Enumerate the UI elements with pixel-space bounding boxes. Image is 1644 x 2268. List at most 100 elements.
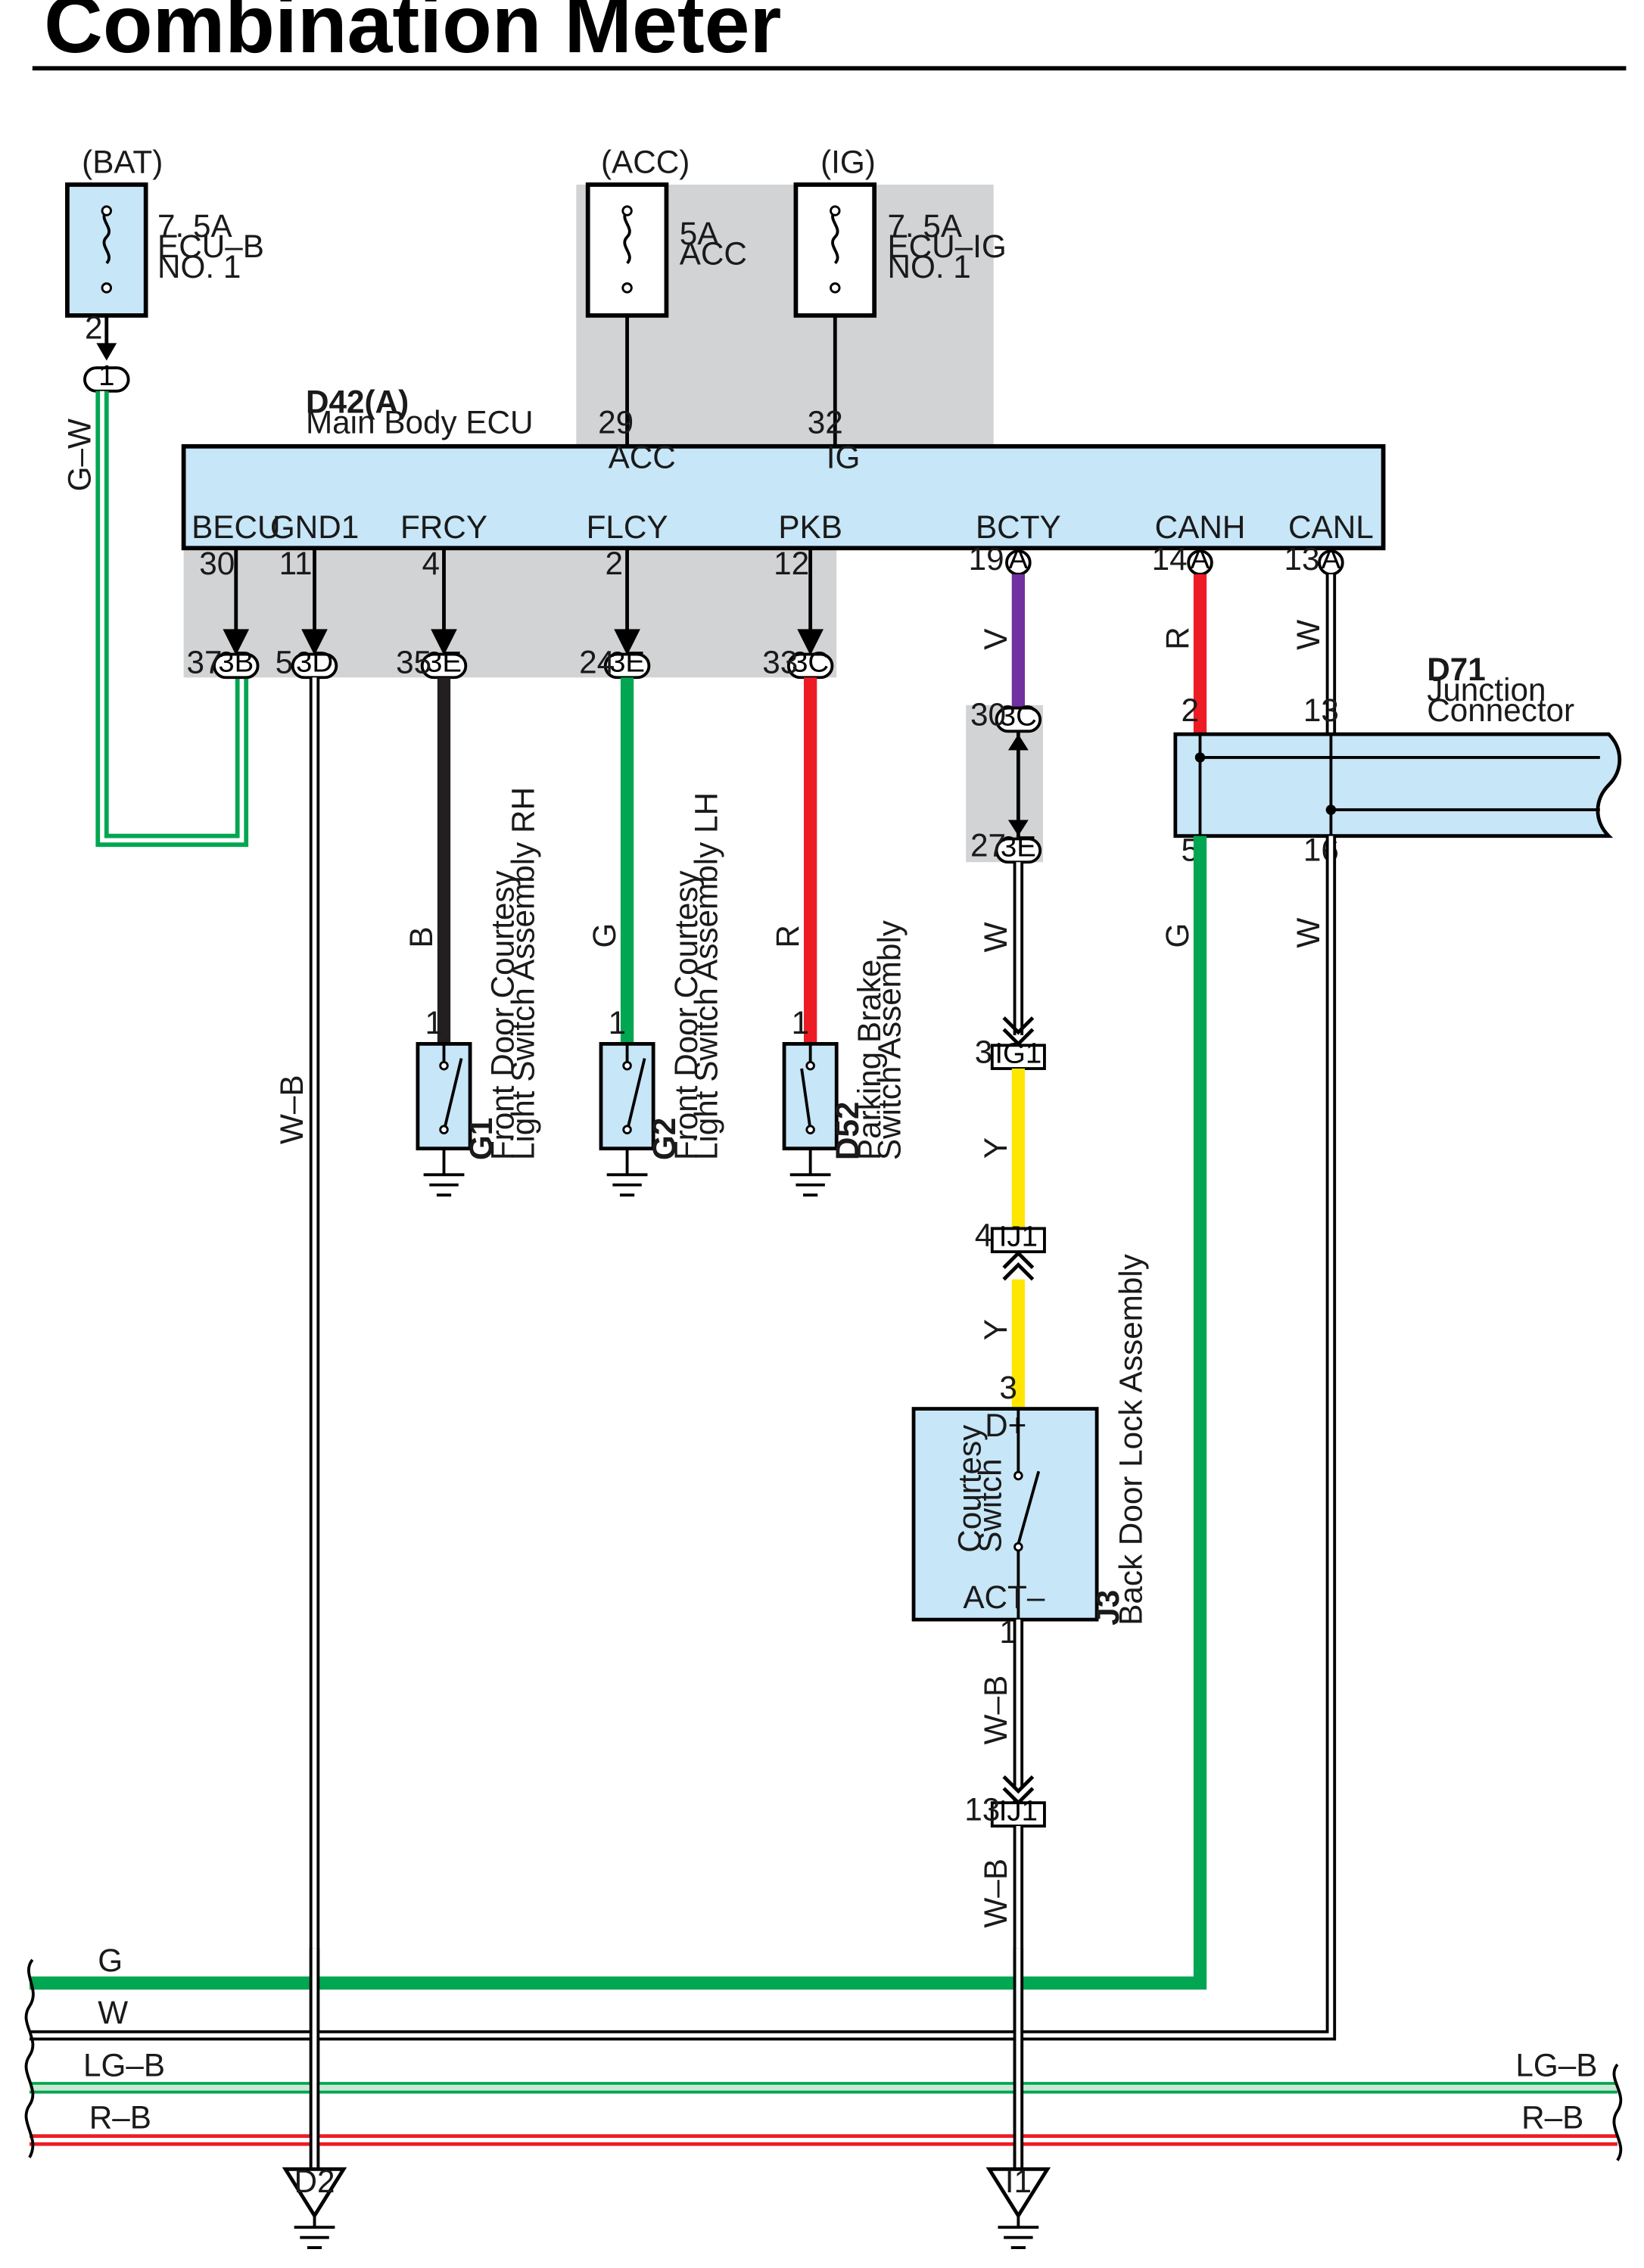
break-mark-right	[1612, 2063, 1623, 2161]
bus-label: LG–B	[83, 2047, 165, 2083]
wire-color-label: R	[1160, 627, 1195, 650]
wire-color-label: R	[770, 925, 805, 948]
chevron-icon	[1002, 1250, 1035, 1281]
pin-number: 30	[970, 697, 1006, 733]
pin-number: 1	[425, 1005, 444, 1041]
connector-label: 3C	[1000, 700, 1037, 733]
connector-ij1	[990, 1227, 1046, 1254]
terminal-label: FLCY	[587, 509, 668, 545]
page-title: Combination Meter	[44, 0, 781, 70]
terminal-label: D+	[985, 1408, 1026, 1443]
ground-icon	[282, 2167, 347, 2220]
pin-number: 24	[579, 644, 615, 680]
component-name: Back Door Lock Assembly	[1113, 1253, 1149, 1626]
wire-color-label: B	[403, 926, 439, 947]
component-name: Connector	[1427, 692, 1574, 728]
wire-color-label: V	[978, 629, 1013, 650]
switch-icon	[442, 1058, 463, 1132]
pin-number: 32	[808, 405, 843, 440]
fuse-icon	[623, 210, 631, 265]
ground-d2: D2	[282, 2164, 347, 2250]
switch-name: Courtesy	[951, 1424, 987, 1553]
bus-label: R–B	[89, 2100, 151, 2136]
component-code: G2	[646, 1118, 682, 1160]
ground-label: I1	[1005, 2164, 1032, 2199]
pin-number: 19	[969, 541, 1004, 577]
pin-number: 13	[1284, 541, 1319, 577]
switch-icon	[625, 1058, 646, 1132]
component-name: Front Door Courtesy	[668, 870, 704, 1160]
switch-g2: 1 G2 Front Door Courtesy Light Switch As…	[599, 792, 724, 1197]
fuse-rating: 7. 5A	[157, 208, 232, 244]
bus-label: W	[98, 1995, 128, 2030]
pin-number: 2	[606, 546, 624, 581]
bus-label: G	[98, 1943, 123, 1978]
terminal-label: BCTY	[976, 509, 1061, 545]
component-name: Front Door Courtesy	[485, 870, 521, 1160]
fuse-rating: 7. 5A	[887, 208, 962, 244]
wire-color-label: W	[1291, 620, 1326, 650]
pin-number: 13	[964, 1791, 1000, 1827]
fuse-name: ECU–IG	[887, 229, 1006, 264]
pin-number: 30	[199, 546, 235, 581]
pin-number: 1	[999, 1614, 1017, 1650]
connector-label: 3E	[609, 646, 645, 679]
ecu-terminal-labels: BECU GND1 FRCY FLCY PKB BCTY CANH CANL	[191, 509, 1374, 545]
pin-number: 29	[598, 405, 634, 440]
terminal-label: IG	[827, 440, 861, 475]
connector-label: 3E	[426, 646, 462, 679]
pin-number: 3	[999, 1370, 1017, 1405]
pin-number: 35	[396, 644, 431, 680]
ground-i1: I1	[985, 2164, 1051, 2250]
connector-label: 3E	[1001, 831, 1036, 863]
connector-label: 3D	[296, 646, 333, 679]
ecu-connector-shade	[183, 546, 837, 678]
arrow-icon	[1007, 820, 1029, 836]
terminal-label: CANL	[1288, 509, 1374, 545]
fuse-name: ACC	[680, 236, 747, 272]
switch-icon	[1017, 1470, 1041, 1545]
switch-d52: 1 D52 Parking Brake Switch Assembly	[782, 919, 908, 1197]
fuse-acc: (ACC) 5A ACC	[585, 145, 747, 318]
main-body-ecu	[181, 443, 1386, 551]
pin-number: 11	[279, 546, 313, 581]
component-name: Light Switch Assembly LH	[689, 792, 724, 1160]
pin-number: 14	[1152, 541, 1188, 577]
pin-number: 4	[975, 1217, 993, 1252]
ecu-name: Main Body ECU	[306, 405, 534, 440]
component-code: G1	[463, 1118, 499, 1160]
wire-green-bus	[29, 835, 1207, 1990]
wire-color-label: W–B	[978, 1675, 1013, 1745]
ground-icon	[985, 2167, 1051, 2220]
wire-white-bus	[29, 835, 1337, 2041]
ecu-code: D42(A)	[306, 384, 409, 420]
break-mark-left	[24, 1958, 35, 2158]
terminal-label: PKB	[778, 509, 842, 545]
terminal-label: ACT–	[963, 1579, 1045, 1615]
fuse-name: ECU–B	[157, 229, 264, 264]
ecu-connectors: 3B 37 3D 5 3E 35 3E 24 3C 33	[186, 644, 834, 680]
connector-3b	[213, 652, 260, 680]
wire-g-w	[95, 390, 249, 848]
fuse-number: NO. 1	[887, 249, 970, 285]
switch-icon	[800, 1068, 812, 1131]
component-name: Junction	[1427, 672, 1546, 708]
fuse-icon	[102, 210, 111, 265]
pin-number: 12	[774, 546, 809, 581]
component-name: Light Switch Assembly RH	[506, 787, 541, 1160]
connector-label: A	[1009, 543, 1029, 575]
ground-label: D2	[294, 2164, 335, 2199]
fuse-ecu-ig: (IG) 7. 5A ECU–IG NO. 1	[793, 145, 1007, 318]
fuse-number: NO. 1	[157, 249, 241, 285]
switch-g1: 1 G1 Front Door Courtesy Light Switch As…	[416, 787, 541, 1197]
wire-color-label: W–B	[978, 1859, 1013, 1928]
pin-number: 13	[1303, 692, 1339, 728]
ecu-drops	[223, 548, 824, 656]
bus-label: LG–B	[1515, 2047, 1597, 2083]
fuse-rating: 5A	[680, 216, 719, 251]
connector-label: IJ1	[999, 1220, 1038, 1252]
terminal-label: BECU	[191, 509, 280, 545]
pin-number: 4	[422, 546, 440, 581]
connector-label: A	[1191, 543, 1210, 575]
arrow-icon	[96, 343, 117, 361]
